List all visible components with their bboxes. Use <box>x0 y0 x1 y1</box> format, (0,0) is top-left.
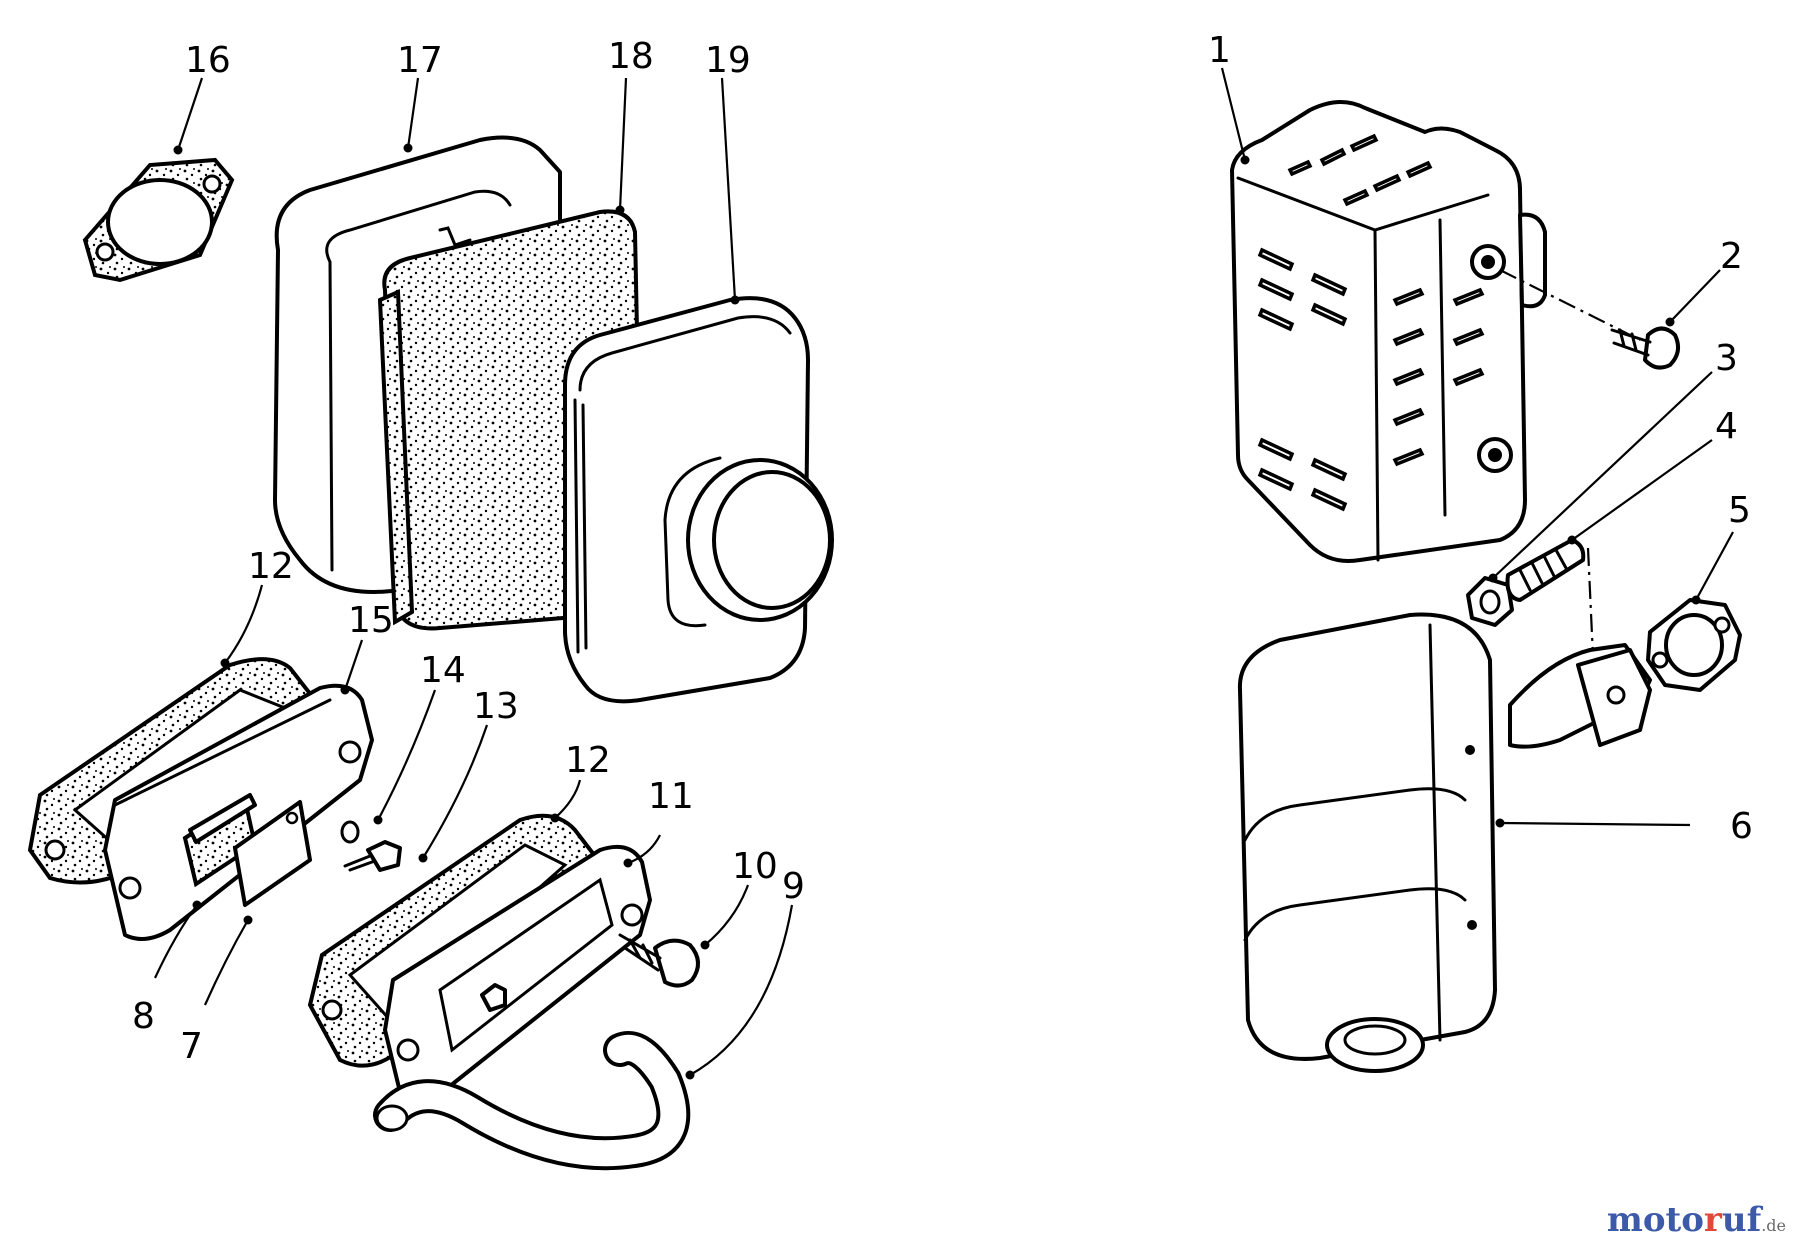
callout-5: 5 <box>1728 490 1751 531</box>
callout-13: 13 <box>473 686 519 727</box>
callout-19: 19 <box>705 40 751 81</box>
callout-1: 1 <box>1208 30 1231 71</box>
callout-8: 8 <box>132 996 155 1037</box>
part-10-flange-screw[interactable] <box>618 933 700 988</box>
callout-16: 16 <box>185 40 231 81</box>
part-16-gasket[interactable] <box>82 157 235 283</box>
part-5-exhaust-gasket[interactable] <box>1646 598 1742 692</box>
part-7-reed-valve[interactable] <box>233 800 312 907</box>
part-6-muffler[interactable] <box>1237 612 1652 1073</box>
part-19-air-cleaner-cover[interactable] <box>563 296 834 704</box>
watermark-logo: motoruf.de <box>1607 1200 1786 1240</box>
callout-labels: 16 17 18 19 12 15 14 13 12 11 10 9 8 7 1… <box>132 30 1753 1067</box>
callout-6: 6 <box>1730 806 1753 847</box>
alignment-line-2 <box>1499 269 1641 341</box>
callout-7: 7 <box>180 1026 203 1067</box>
callout-11: 11 <box>648 776 694 817</box>
watermark-part-1: moto <box>1606 1200 1704 1240</box>
part-1-heat-shield[interactable] <box>1230 100 1547 563</box>
leader-lines <box>154 67 1734 1080</box>
callout-9: 9 <box>782 866 805 907</box>
callout-12-lower: 12 <box>565 740 611 781</box>
callout-2: 2 <box>1720 236 1743 277</box>
part-3-hex-nut[interactable] <box>1466 576 1514 627</box>
watermark-part-4: .de <box>1761 1216 1786 1235</box>
watermark-part-2: r <box>1703 1200 1722 1240</box>
callout-14: 14 <box>420 650 466 691</box>
callout-15: 15 <box>348 600 394 641</box>
part-9-breather-tube[interactable] <box>373 1031 691 1171</box>
watermark-part-3: uf <box>1721 1200 1762 1240</box>
callout-3: 3 <box>1715 338 1738 379</box>
callout-18: 18 <box>608 36 654 77</box>
part-2-shield-screw[interactable] <box>1610 326 1681 370</box>
callout-17: 17 <box>397 40 443 81</box>
part-13-screw[interactable] <box>343 840 402 872</box>
callout-12-upper: 12 <box>248 546 294 587</box>
callout-4: 4 <box>1715 406 1738 447</box>
callout-10: 10 <box>732 846 778 887</box>
part-4-exhaust-stud[interactable] <box>1505 538 1586 602</box>
part-14-washer[interactable] <box>340 820 360 844</box>
part-11-breather-cover[interactable] <box>383 845 652 1100</box>
